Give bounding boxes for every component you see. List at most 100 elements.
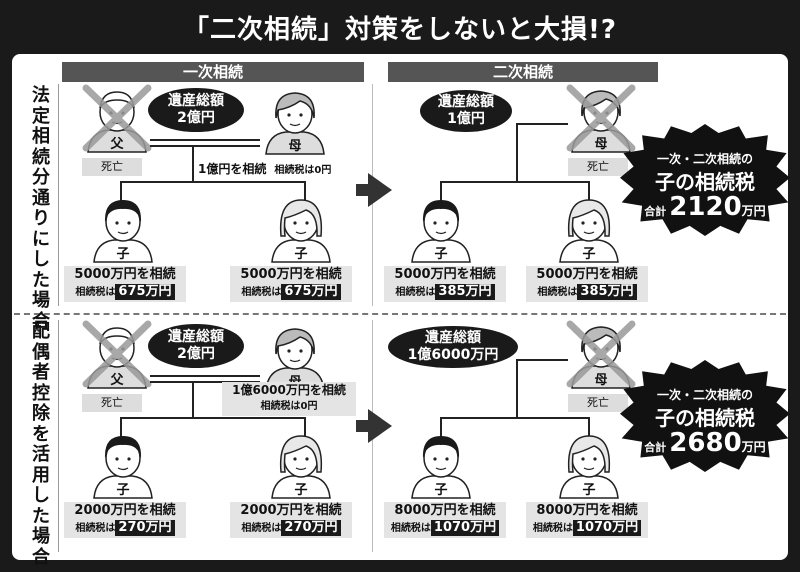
row2-second-daughter-box-tax: 1070万円 (572, 520, 642, 536)
row1-second-daughter-box-tax: 385万円 (577, 284, 637, 300)
row2-first-branch-left (120, 417, 122, 437)
row1-first-branch-right (304, 181, 306, 201)
row2-first-estate-line2: 2億円 (177, 346, 215, 362)
row1-label: 法定相続分通りにした場合 (32, 85, 50, 332)
row2-father-figure-role: 父 (110, 373, 124, 388)
row2-total-line1: 一次・二次相続の (656, 388, 753, 402)
row-divider (14, 313, 786, 315)
row1-second-mother-figure-role: 母 (594, 137, 608, 152)
row2-mother-info: 1億6000万円を相続相続税は0円 (222, 382, 356, 416)
row1-total-unit: 万円 (741, 204, 766, 218)
row1-total-line1: 一次・二次相続の (656, 152, 753, 166)
row1-second-son-box-tax-prefix: 相続税は (395, 287, 436, 298)
row1-second-branch (440, 181, 590, 183)
row1-father-deceased-tag: 死亡 (82, 158, 142, 176)
row1-mother-info: 1億円を相続相続税は0円 (198, 160, 358, 177)
row1-second-estate-line1: 遺産総額 (438, 94, 494, 110)
row1-second-trunk (516, 123, 518, 183)
row2-arrow-body (356, 420, 370, 432)
row2-first-son-box-inherit: 2000万円を相続 (74, 503, 176, 518)
row2-first-son-box-tax-prefix: 相続税は (75, 523, 116, 534)
row1-mother-figure (265, 92, 325, 155)
row1-marriage-line (150, 139, 260, 141)
row1-total-amount: 2120 (669, 192, 742, 222)
row2-first-branch-right (304, 417, 306, 437)
row2-second-connector (516, 359, 568, 361)
row1-total-line2: 子の相続税 (655, 170, 755, 194)
row2-mother-inherit: 1億6000万円を相続 (232, 383, 346, 397)
row1-mother-inherit: 1億円を相続 (198, 162, 267, 176)
row1-second-branch-right (588, 181, 590, 201)
row2-second-branch-left (440, 417, 442, 437)
row2-second-son-figure (411, 436, 471, 499)
row2-second-estate-line1: 遺産総額 (425, 330, 481, 346)
row2-first-daughter-box-tax-prefix: 相続税は (241, 523, 282, 534)
row1-second-daughter-figure (559, 199, 619, 263)
row2-second-branch-right (588, 417, 590, 437)
row1-first-trunk (192, 146, 194, 182)
row2-label: 配偶者控除を活用した場合 (32, 321, 50, 568)
row1-second-son-figure-role: 子 (434, 247, 448, 262)
row1-first-daughter-box-tax: 675万円 (281, 284, 341, 300)
row2-first-daughter-box-tax: 270万円 (281, 520, 341, 536)
row1-second-estate-line2: 1億円 (447, 111, 485, 127)
row2-marriage-line (150, 375, 260, 377)
row2-total-line2: 子の相続税 (655, 406, 755, 430)
row1-second-mother-figure (566, 84, 636, 153)
row2-mother-tax: 相続税は0円 (260, 401, 318, 412)
row2-second-daughter-figure-role: 子 (582, 483, 596, 498)
row2-father-deceased-tag: 死亡 (82, 394, 142, 412)
main-title: 「二次相続」対策をしないと大損!? (12, 8, 788, 52)
row2-second-son-box-tax: 1070万円 (430, 520, 500, 536)
row2-second-mother-figure (566, 320, 636, 389)
row2-first-estate-line1: 遺産総額 (168, 329, 224, 345)
row1-first-son-box-tax: 675万円 (115, 284, 175, 300)
row2-second-daughter-box-inherit: 8000万円を相続 (536, 503, 638, 518)
row1-second-son-figure (411, 200, 471, 263)
row1-second-daughter-box-tax-prefix: 相続税は (537, 287, 578, 298)
row2-first-son-box-tax: 270万円 (115, 520, 175, 536)
row1-mother-deceased-tag: 死亡 (568, 158, 628, 176)
row1-second-daughter-box-inherit: 5000万円を相続 (536, 267, 638, 282)
row1-father-figure (82, 84, 152, 153)
row1-first-daughter-box-inherit: 5000万円を相続 (240, 267, 342, 282)
row2-total-unit: 万円 (741, 440, 766, 454)
row1-marriage-line-2 (150, 145, 260, 147)
row1-first-son-box-inherit: 5000万円を相続 (74, 267, 176, 282)
row2-second-son-box-inherit: 8000万円を相続 (394, 503, 496, 518)
row2-mother-deceased-tag: 死亡 (568, 394, 628, 412)
row2-total-prefix: 合計 (644, 441, 667, 454)
row1-total-prefix: 合計 (644, 205, 667, 218)
row1-second-connector (516, 123, 568, 125)
row2-first-son-figure (93, 436, 153, 499)
row2-first-daughter-figure (271, 435, 331, 499)
row1-father-figure-role: 父 (110, 137, 124, 152)
row1-mother-tax: 相続税は0円 (274, 165, 332, 176)
row1-arrow-icon (368, 173, 392, 207)
row1-first-estate-line2: 2億円 (177, 110, 215, 126)
row2-marriage-line-2 (150, 381, 260, 383)
row2-first-trunk (192, 382, 194, 418)
row1-second-son-box-inherit: 5000万円を相続 (394, 267, 496, 282)
